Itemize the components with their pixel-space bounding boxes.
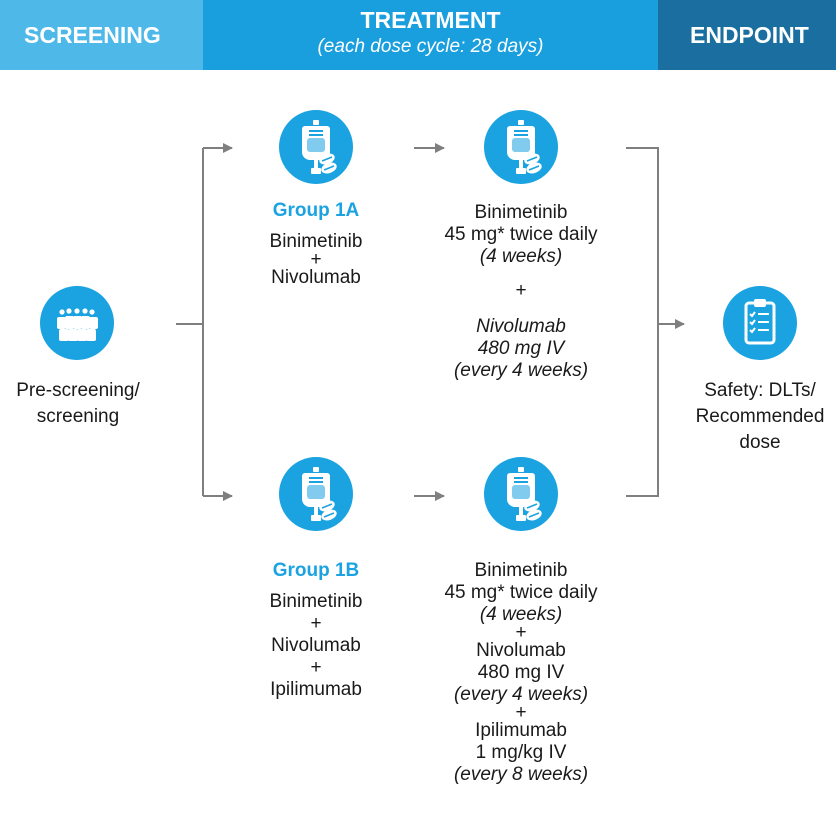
iv-bag-pills-icon [484, 110, 558, 184]
group-1a-plus: + [310, 249, 322, 270]
header-screening: SCREENING [0, 0, 203, 70]
header-endpoint: ENDPOINT [658, 0, 836, 70]
screening-label-line1: Pre-screening/ [16, 380, 140, 401]
group-1b-drug-2: Nivolumab [271, 635, 361, 656]
header-treatment-label: TREATMENT [360, 7, 501, 33]
iv-bag-pills-icon [484, 457, 558, 531]
group-1b-drug-3: Ipilimumab [270, 679, 362, 700]
regimen-1a-drug-1: Binimetinib [474, 202, 568, 223]
endpoint-label: Safety: DLTs/ Recommended dose [680, 378, 836, 456]
header-screening-label: SCREENING [24, 22, 161, 48]
regimen-1a-drug-2: Nivolumab [476, 316, 566, 337]
regimen-1a-drug-1-dose: 45 mg* twice daily [444, 224, 598, 245]
regimen-1b-plus-1: + [515, 622, 527, 643]
group-1b-arm: Group 1B Binimetinib + Nivolumab + Ipili… [246, 560, 386, 701]
group-1b-regimen: Binimetinib 45 mg* twice daily (4 weeks)… [421, 560, 621, 786]
regimen-1b-drug-2: Nivolumab [476, 640, 566, 661]
regimen-1b-drug-3: Ipilimumab [475, 720, 567, 741]
regimen-1b-drug-1-duration: (4 weeks) [479, 604, 563, 625]
iv-bag-pills-icon [279, 110, 353, 184]
clipboard-checklist-icon [723, 286, 797, 360]
regimen-1b-drug-1-dose: 45 mg* twice daily [444, 582, 598, 603]
group-1a-regimen: Binimetinib 45 mg* twice daily (4 weeks)… [431, 202, 611, 382]
regimen-1a-drug-2-dose: 480 mg IV [477, 338, 565, 359]
regimen-1a-plus: + [515, 280, 527, 301]
group-1a-drug-1: Binimetinib [269, 231, 363, 252]
regimen-1b-drug-2-schedule: (every 4 weeks) [453, 684, 589, 705]
endpoint-label-line1: Safety: DLTs/ [704, 380, 816, 401]
merge-bracket [626, 147, 659, 497]
regimen-1b-drug-2-dose: 480 mg IV [477, 662, 565, 683]
group-1b-drug-1: Binimetinib [269, 591, 363, 612]
regimen-1b-drug-1: Binimetinib [474, 560, 568, 581]
regimen-1a-drug-1-duration: (4 weeks) [479, 246, 563, 267]
group-1a-title: Group 1A [272, 200, 360, 221]
regimen-1a-drug-2-schedule: (every 4 weeks) [453, 360, 589, 381]
people-group-icon [40, 286, 114, 360]
regimen-1b-drug-3-dose: 1 mg/kg IV [475, 742, 567, 763]
screening-label-line2: screening [36, 406, 120, 427]
screening-label: Pre-screening/ screening [0, 378, 156, 430]
header-treatment: TREATMENT (each dose cycle: 28 days) [203, 0, 658, 70]
group-1b-plus-2: + [310, 657, 322, 678]
group-1b-title: Group 1B [272, 560, 360, 581]
header-endpoint-label: ENDPOINT [690, 22, 809, 48]
regimen-1b-plus-2: + [515, 702, 527, 723]
header-treatment-subtitle: (each dose cycle: 28 days) [317, 36, 544, 57]
endpoint-label-line2: Recommended [695, 406, 825, 427]
group-1b-plus-1: + [310, 613, 322, 634]
group-1a-arm: Group 1A Binimetinib + Nivolumab [246, 200, 386, 289]
regimen-1b-drug-3-schedule: (every 8 weeks) [453, 764, 589, 785]
group-1a-drug-2: Nivolumab [271, 267, 361, 288]
endpoint-label-line3: dose [739, 432, 781, 453]
iv-bag-pills-icon [279, 457, 353, 531]
